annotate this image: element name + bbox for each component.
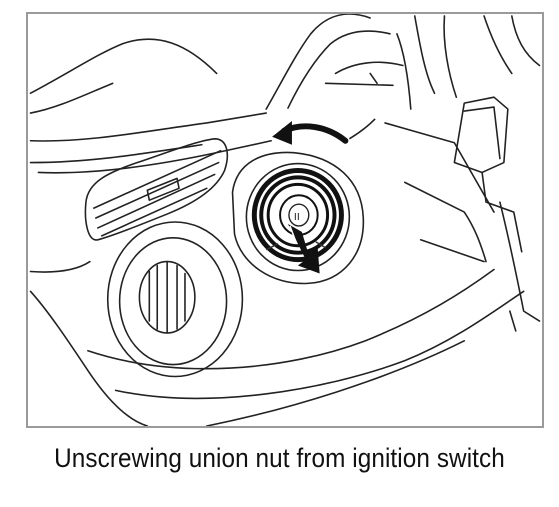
panel-edge [404, 181, 487, 263]
dashboard-edge [37, 139, 272, 174]
lever-bracket [453, 96, 509, 174]
ignition-switch-illustration: II [29, 14, 541, 426]
dashboard-lower [29, 290, 149, 426]
panel-edge [384, 122, 495, 213]
air-vent-slat [100, 187, 208, 237]
panel-lower [87, 268, 495, 370]
pull-arrow-icon [287, 223, 320, 274]
wiring [413, 15, 436, 95]
lever-bracket [499, 201, 541, 322]
wiring [511, 15, 541, 67]
figure-caption: Unscrewing union nut from ignition switc… [54, 443, 505, 473]
dashboard-lower [29, 260, 91, 273]
steering-column-shroud [334, 61, 404, 75]
dashboard-contour [29, 38, 218, 95]
air-vent-slat [93, 149, 222, 209]
panel-edge [419, 239, 485, 263]
svg-text:II: II [294, 212, 300, 223]
knob-bezel [118, 237, 228, 366]
ignition-lock-cylinder: II [265, 203, 326, 251]
steering-column-shroud [287, 30, 391, 109]
air-vent-slat [97, 173, 216, 229]
air-vent-knob [146, 177, 180, 201]
steering-column-shroud [369, 72, 378, 85]
wiring [443, 15, 458, 98]
knob-bezel [106, 221, 244, 378]
dashboard-edge [29, 112, 267, 142]
figure-frame: II [26, 12, 544, 428]
knob-grip [148, 260, 186, 334]
ignition-surround [231, 151, 365, 285]
steering-column-shroud [396, 33, 412, 110]
ignition-outer-ring [245, 162, 351, 272]
air-vent-slat [95, 161, 220, 219]
steering-column-shroud [324, 82, 394, 87]
rotation-arrow-icon [272, 118, 376, 145]
wiring [483, 15, 513, 75]
union-nut [251, 168, 344, 263]
panel-lower [205, 340, 466, 426]
lever-bracket [509, 310, 517, 332]
lever-bracket [481, 171, 523, 253]
air-vent [84, 137, 229, 241]
panel-lower [114, 290, 525, 400]
steering-column-shroud [265, 14, 371, 110]
dashboard-contour [29, 82, 114, 114]
lever-bracket [463, 106, 501, 160]
